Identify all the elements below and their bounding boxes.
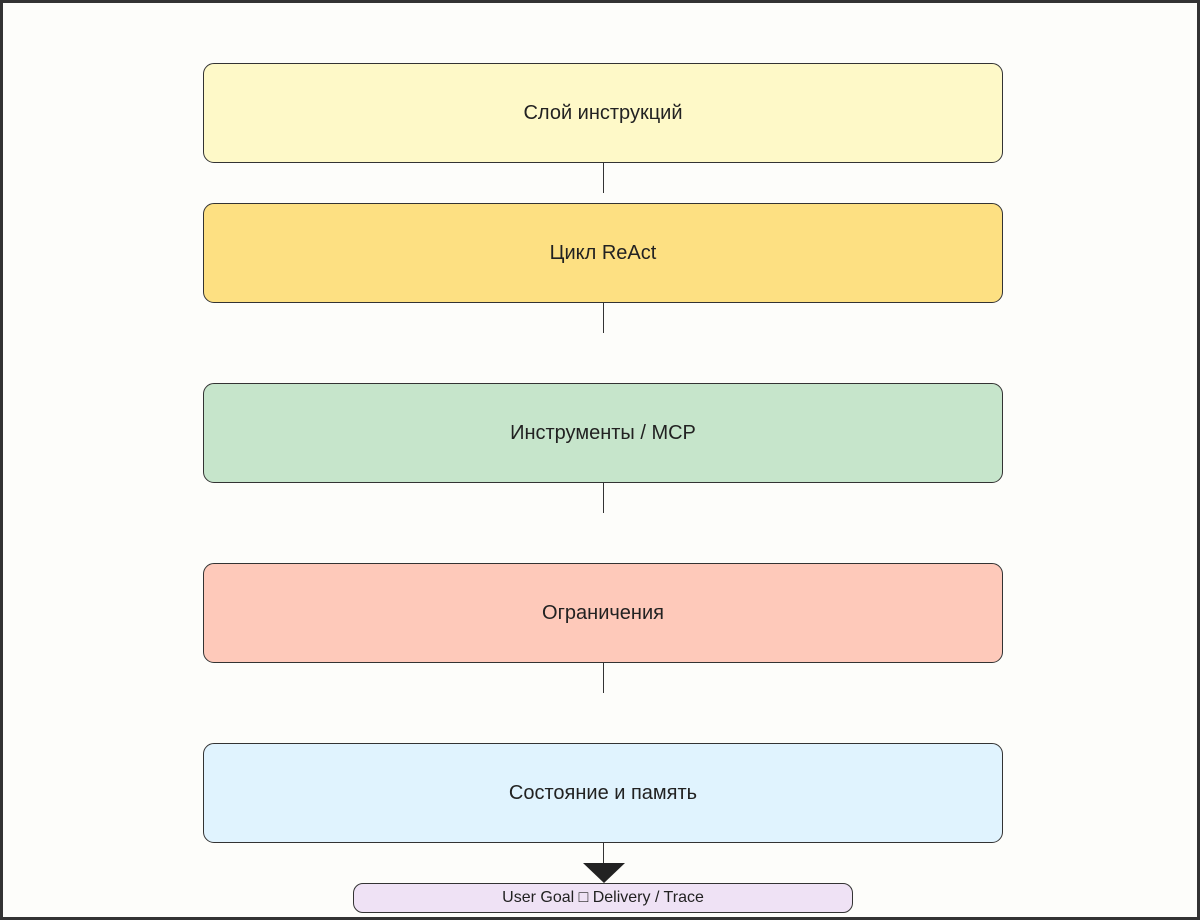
connector-1 <box>603 163 604 193</box>
layer-react-cycle: Цикл ReAct <box>203 203 1003 303</box>
connector-3 <box>603 483 604 513</box>
layer-instructions: Слой инструкций <box>203 63 1003 163</box>
layer-instructions-label: Слой инструкций <box>523 101 683 124</box>
arrowhead-down-icon <box>583 863 625 883</box>
connector-4 <box>603 663 604 693</box>
layer-state-memory: Состояние и память <box>203 743 1003 843</box>
summary-label: User Goal □ Delivery / Trace <box>502 889 704 906</box>
layer-constraints: Ограничения <box>203 563 1003 663</box>
layer-tools-mcp: Инструменты / MCP <box>203 383 1003 483</box>
connector-5 <box>603 843 604 865</box>
layer-react-cycle-label: Цикл ReAct <box>549 241 657 264</box>
connector-2 <box>603 303 604 333</box>
layer-constraints-label: Ограничения <box>542 601 664 624</box>
summary-box: User Goal □ Delivery / Trace <box>353 883 853 913</box>
layer-state-memory-label: Состояние и память <box>508 781 698 804</box>
layer-tools-mcp-label: Инструменты / MCP <box>510 421 696 444</box>
